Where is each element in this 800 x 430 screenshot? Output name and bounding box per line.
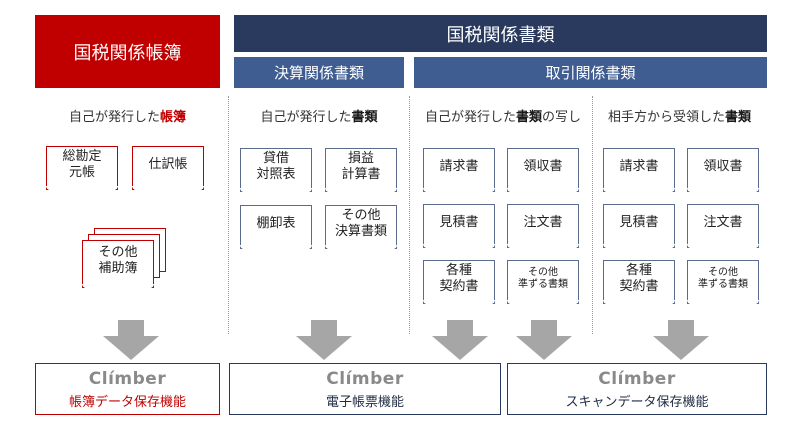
- function-electronic-forms: 電子帳票機能: [325, 394, 404, 410]
- doc-order-received: 注文書: [687, 204, 759, 254]
- doc-order-copy-label: 注文書: [523, 215, 563, 230]
- header-transaction-docs: 取引関係書類: [414, 57, 767, 88]
- doc-inventory-label: 棚卸表: [256, 216, 296, 231]
- column-title-own-copies-text: 自己が発行した書類の写し: [424, 110, 582, 125]
- doc-journal-label: 仕訳帳: [148, 157, 188, 172]
- function-books-data-storage: 帳簿データ保存機能: [68, 394, 186, 410]
- doc-other-equiv-copy-label: その他 準ずる書類: [518, 267, 568, 290]
- doc-auxiliary-books: その他 補助簿: [82, 240, 154, 294]
- doc-contract-copy: 各種 契約書: [423, 260, 495, 310]
- doc-balance-sheet: 貸借 対照表: [240, 148, 312, 198]
- doc-other-equiv-received: その他 準ずる書類: [687, 260, 759, 310]
- column-title-received-docs-text: 相手方から受領した書類: [607, 110, 752, 125]
- doc-other-equiv-copy: その他 準ずる書類: [507, 260, 579, 310]
- down-arrow-icon: [296, 320, 352, 360]
- down-arrow-icon: [432, 320, 488, 360]
- doc-estimate-received: 見積書: [603, 204, 675, 254]
- doc-contract-received: 各種 契約書: [603, 260, 675, 310]
- header-tax-documents-label: 国税関係書類: [446, 24, 555, 46]
- column-title-own-docs: 自己が発行した書類: [234, 106, 404, 125]
- doc-receipt-received-label: 領収書: [703, 159, 743, 174]
- doc-other-equiv-received-label: その他 準ずる書類: [698, 267, 748, 290]
- down-arrow-icon: [516, 320, 572, 360]
- header-tax-documents: 国税関係書類: [234, 15, 767, 52]
- doc-inventory: 棚卸表: [240, 205, 312, 255]
- column-title-received-docs: 相手方から受領した書類: [592, 106, 767, 125]
- doc-receipt-copy: 領収書: [507, 148, 579, 198]
- header-transaction-docs-label: 取引関係書類: [545, 64, 636, 82]
- header-tax-books-label: 国税関係帳簿: [73, 42, 182, 64]
- down-arrow-icon: [103, 320, 159, 360]
- header-tax-books: 国税関係帳簿: [35, 15, 220, 88]
- doc-other-settlement: その他 決算書類: [325, 205, 397, 255]
- column-title-own-copies: 自己が発行した書類の写し: [414, 106, 592, 125]
- doc-contract-copy-label: 各種 契約書: [439, 263, 479, 294]
- doc-invoice-copy: 請求書: [423, 148, 495, 198]
- down-arrow-icon: [653, 320, 709, 360]
- climber-logo: Clímber: [88, 368, 167, 389]
- doc-income-statement: 損益 計算書: [325, 148, 397, 198]
- climber-logo: Clímber: [598, 368, 676, 389]
- doc-balance-sheet-label: 貸借 対照表: [256, 151, 296, 182]
- doc-estimate-copy: 見積書: [423, 204, 495, 254]
- doc-auxiliary-books-label: その他 補助簿: [98, 245, 138, 276]
- header-settlement-docs: 決算関係書類: [234, 57, 404, 88]
- doc-invoice-received: 請求書: [603, 148, 675, 198]
- divider-1: [228, 96, 229, 334]
- doc-invoice-copy-label: 請求書: [439, 159, 479, 174]
- doc-other-settlement-label: その他 決算書類: [334, 208, 387, 239]
- doc-income-statement-label: 損益 計算書: [341, 151, 381, 182]
- divider-2: [409, 96, 410, 334]
- function-scan-data-storage: スキャンデータ保存機能: [565, 394, 709, 410]
- doc-journal: 仕訳帳: [132, 146, 204, 196]
- doc-receipt-copy-label: 領収書: [523, 159, 563, 174]
- column-title-own-books-text: 自己が発行した帳簿: [68, 110, 187, 125]
- doc-contract-received-label: 各種 契約書: [619, 263, 659, 294]
- doc-estimate-copy-label: 見積書: [439, 215, 479, 230]
- climber-box-ebook: Clímber 電子帳票機能: [229, 363, 501, 415]
- doc-estimate-received-label: 見積書: [619, 215, 659, 230]
- column-title-own-books: 自己が発行した帳簿: [35, 106, 220, 125]
- column-title-own-docs-text: 自己が発行した書類: [260, 110, 378, 125]
- header-settlement-docs-label: 決算関係書類: [273, 64, 364, 82]
- doc-general-ledger: 総勘定 元帳: [46, 146, 118, 196]
- divider-3: [592, 96, 593, 334]
- climber-box-books: Clímber 帳簿データ保存機能: [35, 363, 220, 415]
- climber-logo: Clímber: [326, 368, 404, 389]
- climber-box-scan: Clímber スキャンデータ保存機能: [507, 363, 767, 415]
- doc-general-ledger-label: 総勘定 元帳: [62, 149, 102, 180]
- doc-order-received-label: 注文書: [703, 215, 743, 230]
- doc-receipt-received: 領収書: [687, 148, 759, 198]
- doc-invoice-received-label: 請求書: [619, 159, 659, 174]
- doc-order-copy: 注文書: [507, 204, 579, 254]
